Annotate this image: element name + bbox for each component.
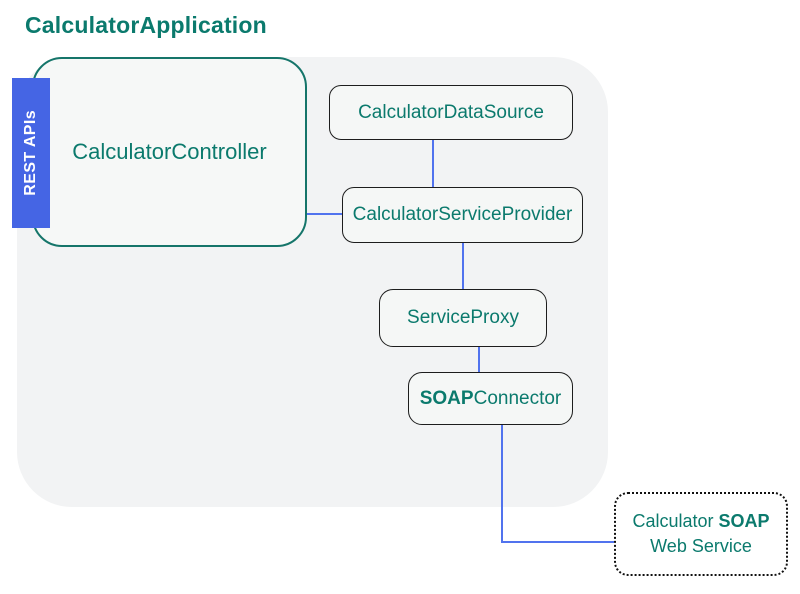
calculator-service-provider-label: CalculatorServiceProvider [352,204,573,225]
connector-controller-to-serviceprovider [306,213,342,215]
diagram-title: CalculatorApplication [25,12,267,38]
node-soap-connector: SOAPConnector [408,372,573,425]
soap-web-service-label-line2: Web Service [650,536,752,556]
connector-datasource-to-serviceprovider [432,140,434,187]
node-calculator-soap-web-service: Calculator SOAP Web Service [614,492,788,576]
service-proxy-label: ServiceProxy [407,307,519,328]
rest-apis-label: REST APIs [22,110,39,196]
rest-apis-tab: REST APIs [12,78,50,228]
connector-soapconnector-to-webservice-horizontal [501,541,614,543]
node-service-proxy: ServiceProxy [379,289,547,347]
calculator-controller-label: CalculatorController [72,139,267,164]
calculator-data-source-label: CalculatorDataSource [358,101,544,123]
node-calculator-data-source: CalculatorDataSource [329,85,573,140]
node-calculator-service-provider: CalculatorServiceProvider [342,187,583,243]
soap-web-service-label-line1: Calculator SOAP [632,511,770,531]
connector-serviceproxy-to-soapconnector [478,347,480,372]
connector-serviceprovider-to-serviceproxy [462,243,464,289]
node-calculator-controller: CalculatorController [32,57,307,247]
soap-connector-label: SOAPConnector [419,387,562,409]
connector-soapconnector-to-webservice-vertical [501,425,503,543]
